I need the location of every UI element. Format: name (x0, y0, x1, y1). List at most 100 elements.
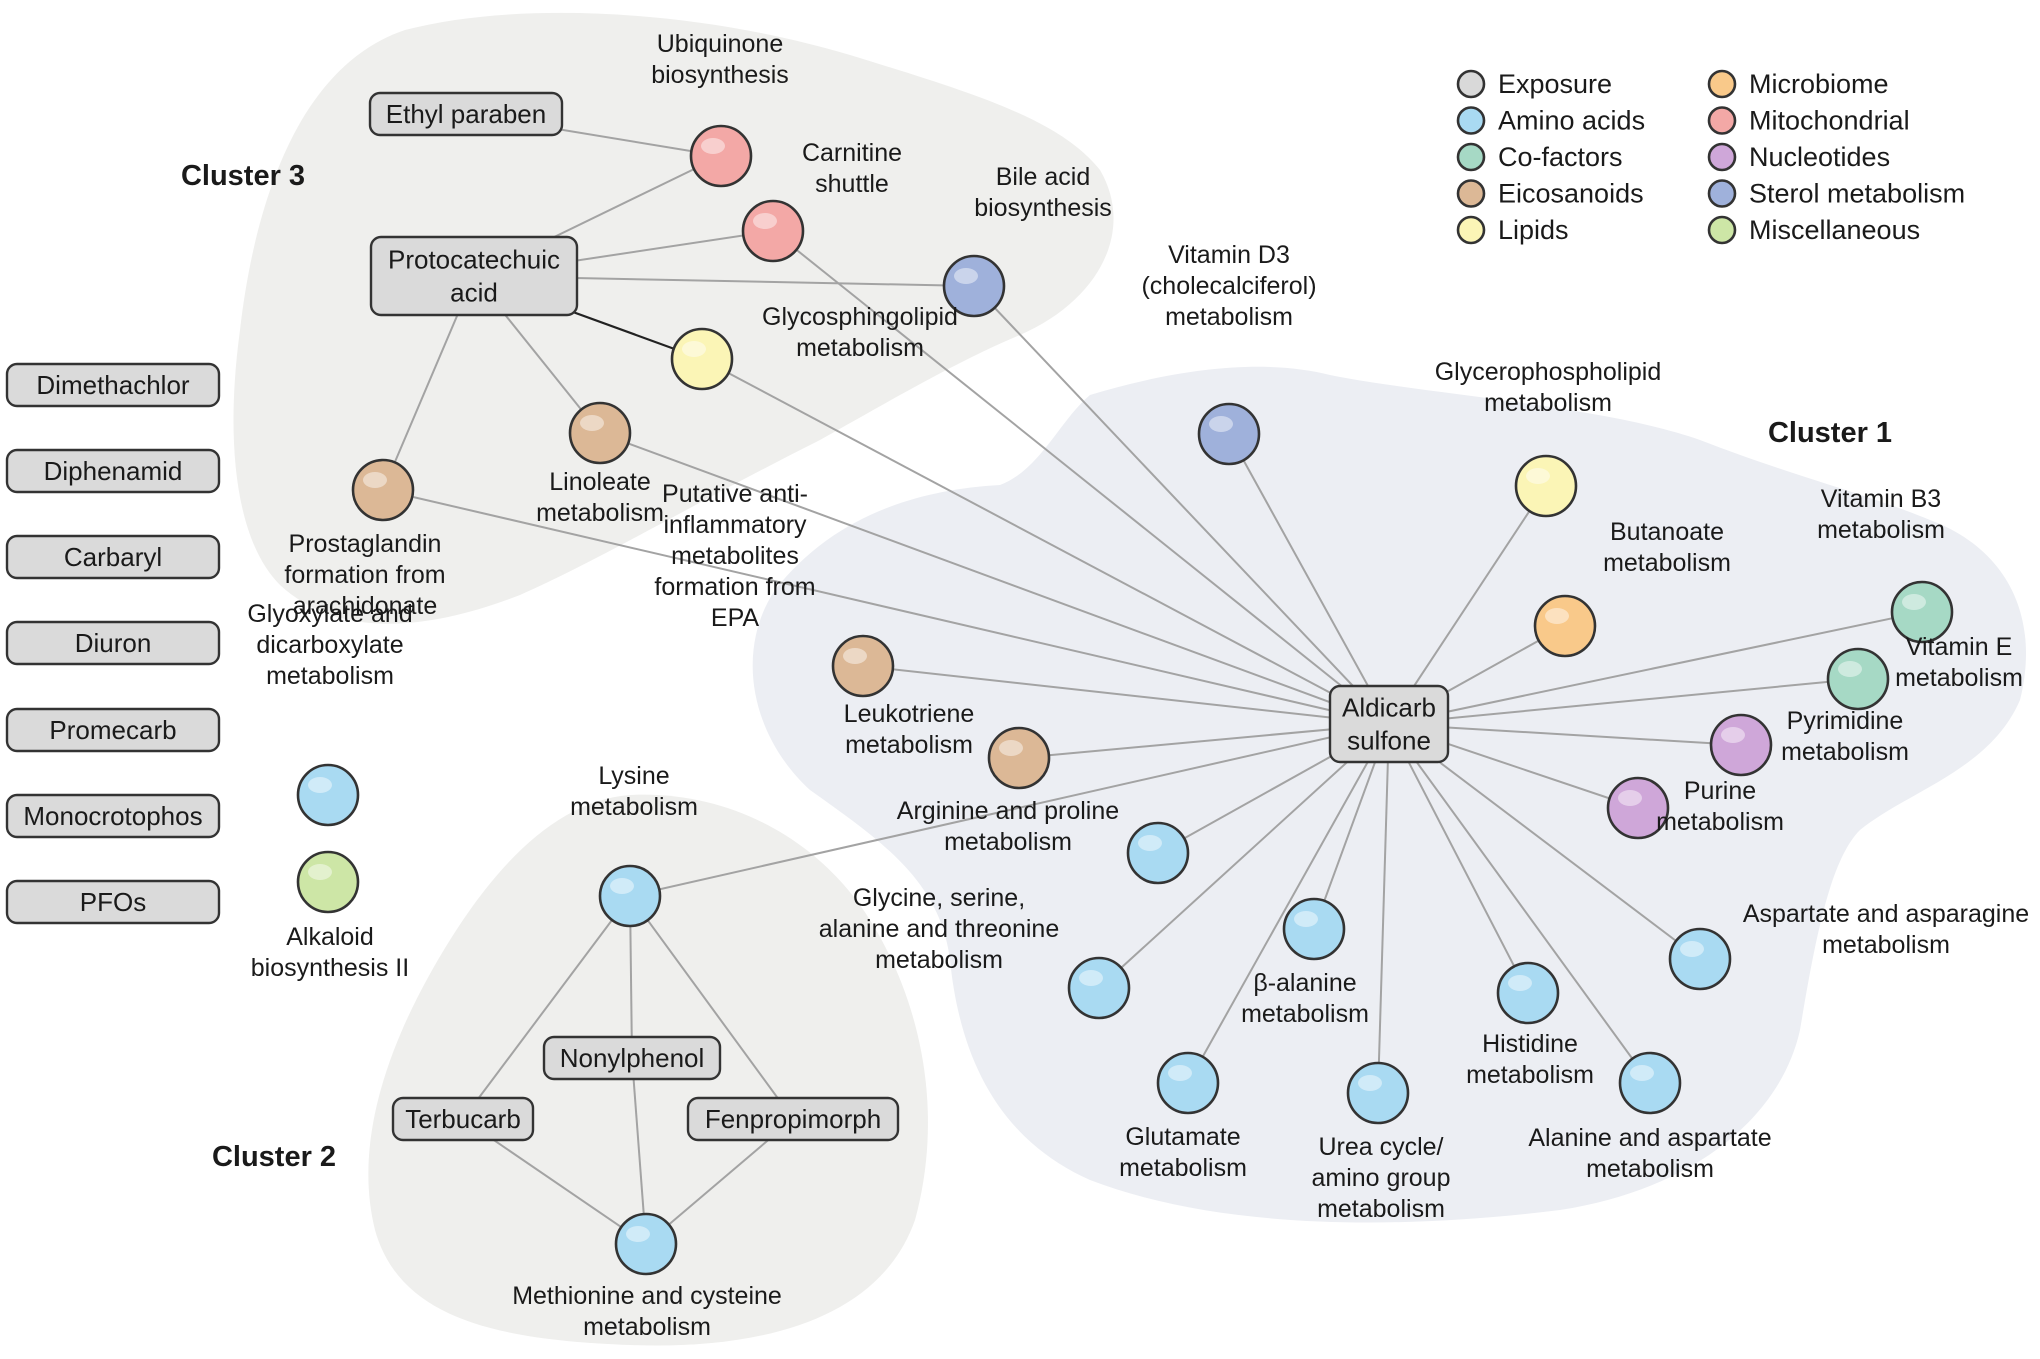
pathway-node-lysine[interactable] (598, 864, 662, 928)
pathway-node-prostaglandin[interactable] (351, 458, 415, 522)
exposure-box-promecarb[interactable] (5, 707, 221, 753)
pathway-node-histidine[interactable] (1496, 961, 1560, 1025)
pathway-circle-urea_cycle[interactable] (1346, 1061, 1410, 1125)
pathway-node-urea_cycle[interactable] (1346, 1061, 1410, 1125)
edge-aldicarb-glutamate (1187, 723, 1390, 1084)
pathway-circle-beta_alanine[interactable] (1282, 897, 1346, 961)
pathway-circle-highlight (753, 213, 777, 229)
legend-swatch (1456, 179, 1486, 208)
pathway-circle-histidine[interactable] (1496, 961, 1560, 1025)
pathway-circle-highlight (1168, 1065, 1192, 1081)
pathway-node-pyrimidine[interactable] (1709, 713, 1773, 777)
pathway-node-alkaloid[interactable] (296, 850, 360, 914)
pathway-node-vitamin_b3[interactable] (1890, 580, 1954, 644)
pathway-circle-ubiquinone[interactable] (689, 124, 753, 188)
exposure-node-diuron[interactable]: Diuron (5, 620, 221, 666)
exposure-box-pfos[interactable] (5, 879, 221, 925)
exposure-box-diuron[interactable] (5, 620, 221, 666)
exposure-node-terbucarb[interactable]: Terbucarb (391, 1096, 535, 1142)
pathway-node-glycine_serine[interactable] (1067, 956, 1131, 1020)
pathway-node-methionine[interactable] (614, 1212, 678, 1276)
exposure-box-diphenamid[interactable] (5, 448, 221, 494)
exposure-box-carbaryl[interactable] (5, 534, 221, 580)
pathway-circle-linoleate[interactable] (568, 401, 632, 465)
pathway-circle-glycerophospholipid[interactable] (1514, 454, 1578, 518)
exposure-node-fenpropimorph[interactable]: Fenpropimorph (686, 1096, 900, 1142)
pathway-circle-glycosphingolipid[interactable] (670, 327, 734, 391)
pathway-node-arginine_proline[interactable] (1126, 821, 1190, 885)
pathway-node-purine[interactable] (1606, 776, 1670, 840)
exposure-box-nonylphenol[interactable] (542, 1035, 722, 1081)
exposure-node-nonylphenol[interactable]: Nonylphenol (542, 1035, 722, 1081)
pathway-circle-bile_acid[interactable] (942, 254, 1006, 318)
pathway-circle-glyoxylate[interactable] (296, 763, 360, 827)
pathway-node-vitamin_d3[interactable] (1197, 402, 1261, 466)
pathway-circle-lysine[interactable] (598, 864, 662, 928)
exposure-label-line: sulfone (1347, 726, 1431, 756)
pathway-node-vitamin_e[interactable] (1826, 647, 1890, 711)
pathway-circle-aspartate_asparagine[interactable] (1668, 927, 1732, 991)
exposure-box-protocatechuic[interactable] (369, 235, 579, 317)
exposure-box-dimethachlor[interactable] (5, 362, 221, 408)
exposure-node-carbaryl[interactable]: Carbaryl (5, 534, 221, 580)
exposure-box-fenpropimorph[interactable] (686, 1096, 900, 1142)
pathway-circle-vitamin_e[interactable] (1826, 647, 1890, 711)
exposure-box-terbucarb[interactable] (391, 1096, 535, 1142)
pathway-label-line: Methionine and cysteine (512, 1282, 782, 1310)
exposure-node-ethyl_paraben[interactable]: Ethyl paraben (368, 91, 564, 137)
pathway-circle-butanoate[interactable] (1533, 594, 1597, 658)
pathway-circle-putative_anti[interactable] (831, 634, 895, 698)
exposure-box-ethyl_paraben[interactable] (368, 91, 564, 137)
edge-aldicarb-glycine_serine (1098, 723, 1390, 989)
exposure-node-dimethachlor[interactable]: Dimethachlor (5, 362, 221, 408)
pathway-circle-alanine_aspartate[interactable] (1618, 1051, 1682, 1115)
pathway-node-glycerophospholipid[interactable] (1514, 454, 1578, 518)
pathway-circle-vitamin_d3[interactable] (1197, 402, 1261, 466)
exposure-node-diphenamid[interactable]: Diphenamid (5, 448, 221, 494)
pathway-circle-alkaloid[interactable] (296, 850, 360, 914)
exposure-label-line: Terbucarb (405, 1104, 521, 1134)
exposure-node-monocrotophos[interactable]: Monocrotophos (5, 793, 221, 839)
pathway-node-putative_anti[interactable] (831, 634, 895, 698)
pathway-circle-glycine_serine[interactable] (1067, 956, 1131, 1020)
pathway-node-beta_alanine[interactable] (1282, 897, 1346, 961)
pathway-label-line: formation from (654, 573, 815, 601)
pathway-node-butanoate[interactable] (1533, 594, 1597, 658)
pathway-node-glycosphingolipid[interactable] (670, 327, 734, 391)
exposure-label-promecarb: Promecarb (49, 715, 176, 745)
pathway-circle-methionine[interactable] (614, 1212, 678, 1276)
exposure-node-promecarb[interactable]: Promecarb (5, 707, 221, 753)
pathway-node-leukotriene[interactable] (987, 726, 1051, 790)
pathway-circle-purine[interactable] (1606, 776, 1670, 840)
cluster-2-label: Cluster 2 (212, 1141, 336, 1173)
pathway-node-aspartate_asparagine[interactable] (1668, 927, 1732, 991)
pathway-circle-pyrimidine[interactable] (1709, 713, 1773, 777)
pathway-circle-carnitine[interactable] (741, 199, 805, 263)
pathway-label-line: Glycosphingolipid (762, 303, 958, 331)
pathway-node-ubiquinone[interactable] (689, 124, 753, 188)
pathway-circle-vitamin_b3[interactable] (1890, 580, 1954, 644)
pathway-circle-glutamate[interactable] (1156, 1051, 1220, 1115)
legend-label: Miscellaneous (1749, 215, 1920, 245)
pathway-node-glutamate[interactable] (1156, 1051, 1220, 1115)
exposure-label-pfos: PFOs (80, 887, 146, 917)
pathway-node-glyoxylate[interactable] (296, 763, 360, 827)
pathway-node-carnitine[interactable] (741, 199, 805, 263)
exposure-box-monocrotophos[interactable] (5, 793, 221, 839)
exposure-box-aldicarb[interactable] (1328, 684, 1450, 764)
pathway-circle-leukotriene[interactable] (987, 726, 1051, 790)
pathway-label-line: Ubiquinone (657, 30, 784, 58)
pathway-node-alanine_aspartate[interactable] (1618, 1051, 1682, 1115)
exposure-node-pfos[interactable]: PFOs (5, 879, 221, 925)
pathway-circle-prostaglandin[interactable] (351, 458, 415, 522)
pathway-label-line: Alkaloid (286, 923, 374, 951)
pathway-node-linoleate[interactable] (568, 401, 632, 465)
pathway-node-bile_acid[interactable] (942, 254, 1006, 318)
pathway-circle-arginine_proline[interactable] (1126, 821, 1190, 885)
